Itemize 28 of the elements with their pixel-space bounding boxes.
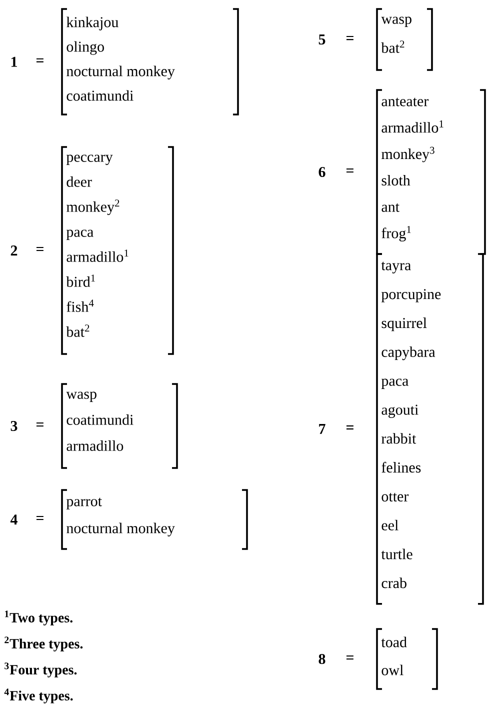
bracket-list: anteater armadillo$^{1}$ monkey$^{3}$ sloth ant frog$^{1}$ — [376, 89, 486, 255]
equals-sign: = — [36, 516, 44, 520]
list-number: 3 — [10, 420, 18, 432]
bracket-list: peccary deer monkey$^{2}$ paca armadillo$^{1}$ bird$^{1}$ fish$^{4}$ bat$^{2}$ — [61, 146, 174, 355]
equals-sign: = — [346, 656, 354, 660]
equals-sign: = — [346, 36, 354, 40]
list-number: 5 — [318, 34, 326, 44]
list-number: 1 — [11, 56, 17, 67]
bracket-list: parrot nocturnal monkey — [61, 489, 248, 550]
list-number: 7 — [319, 424, 326, 434]
equals-sign: = — [36, 422, 44, 427]
footnote: $^{3}$Four types. — [4, 662, 77, 678]
list-number: 4 — [10, 514, 18, 524]
equals-sign: = — [346, 425, 354, 430]
equals-sign: = — [36, 247, 44, 252]
footnote: $^{1}$Two types. — [4, 610, 72, 626]
bracket-list: kinkajou olingo nocturnal monkey coatimundi — [61, 8, 239, 116]
bracket-list: tayra porcupine squirrel capybara paca agouti rabbit felines otter eel turtle crab — [376, 253, 484, 605]
footnote: $^{2}$Three types. — [4, 636, 83, 652]
bracket-list: toad owl — [376, 628, 438, 690]
bracket-list: wasp coatimundi armadillo — [61, 383, 178, 469]
list-number: 6 — [318, 166, 326, 178]
equals-sign: = — [346, 168, 354, 173]
bracket-list: wasp bat$^{2}$ — [376, 8, 433, 71]
list-number: 2 — [10, 246, 18, 256]
list-number: 8 — [318, 654, 326, 664]
footnote: $^{4}$Five types. — [4, 688, 73, 704]
equals-sign: = — [36, 58, 44, 62]
